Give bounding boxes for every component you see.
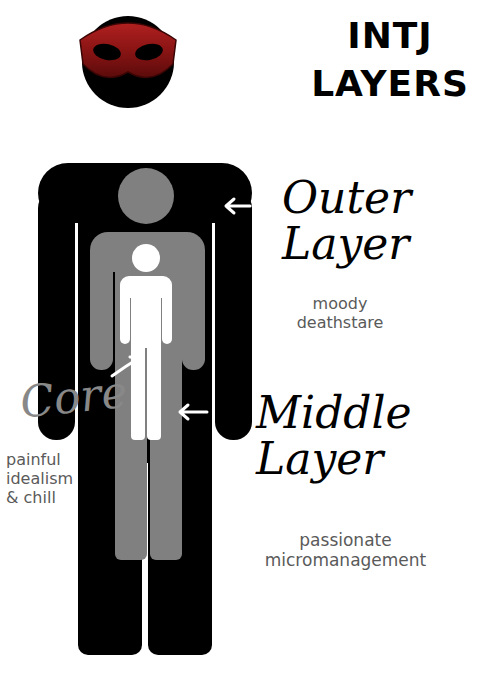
- outer-figure: [38, 16, 252, 655]
- layer-note: passionate micromanagement: [238, 530, 453, 570]
- middle-figure: [90, 168, 205, 560]
- red-mask: [80, 23, 176, 77]
- layer-heading: Middle Layer: [256, 390, 436, 482]
- layer-heading: Outer Layer: [282, 175, 442, 267]
- diagram-title: INTJ LAYERS: [290, 12, 490, 108]
- layer-heading: Core: [18, 369, 132, 426]
- layer-note: painful idealism & chill: [6, 450, 88, 507]
- layer-note: moody deathstare: [290, 294, 390, 332]
- leader-arrows: [112, 199, 250, 419]
